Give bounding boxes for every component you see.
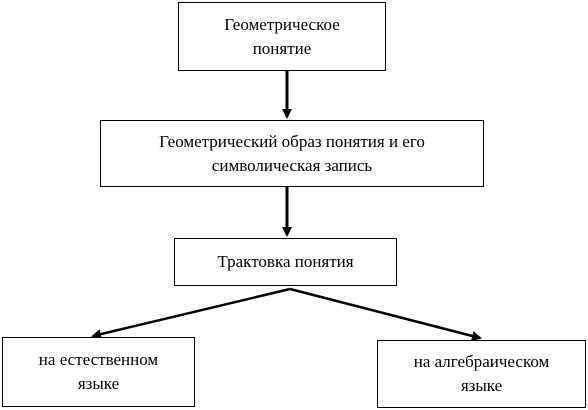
algebraic-language-box: на алгебраическом языке (377, 340, 586, 408)
natural-language-box: на естественном языке (2, 337, 195, 407)
concept-box: Геометрическое понятие (178, 2, 386, 71)
natural-language-label-line2: языке (77, 374, 120, 393)
natural-language-label-line1: на естественном (38, 350, 159, 369)
algebraic-language-label-line1: на алгебраическом (413, 352, 550, 371)
geometric-image-label-line2: символическая запись (211, 155, 373, 175)
geometric-image-label-line1: Геометрический образ понятия и его (159, 131, 425, 151)
concept-label-line1: Геометрическое (224, 14, 340, 34)
algebraic-language-label-line2: языке (460, 376, 503, 395)
treatment-box: Трактовка понятия (174, 238, 397, 286)
arrow-treatment-to-natural (91, 287, 291, 340)
arrow-treatment-to-algebraic (289, 287, 482, 341)
treatment-label: Трактовка понятия (217, 252, 354, 271)
concept-label-line2: понятие (252, 38, 312, 58)
geometric-image-box: Геометрический образ понятия и его симво… (100, 120, 484, 187)
